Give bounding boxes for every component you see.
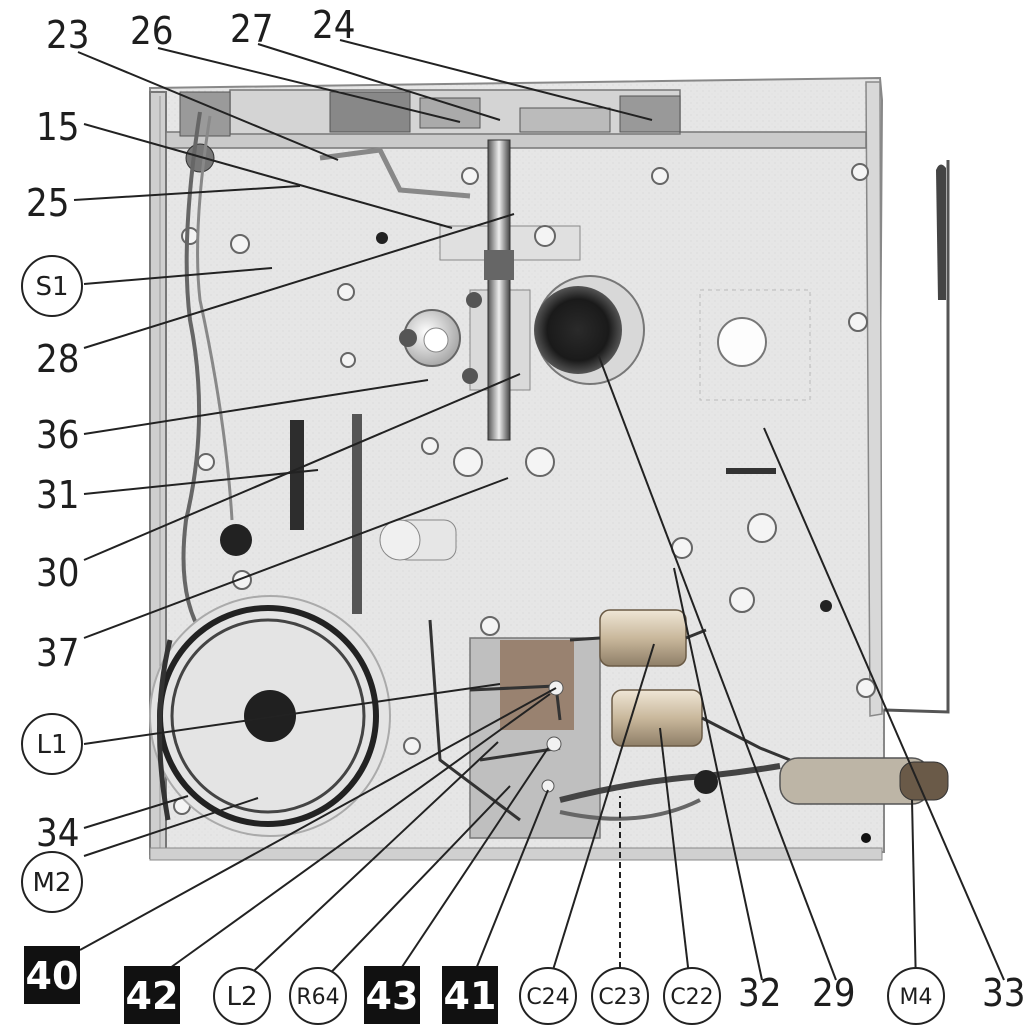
callout-R64: R64 (289, 967, 347, 1025)
callout-L1-label: L1 (36, 730, 67, 760)
callout-C22-label: C22 (670, 985, 713, 1010)
callout-30: 30 (36, 551, 80, 595)
circled-callouts: S1 L1 M2 L2 R64 C24 C23 C22 (21, 255, 945, 1025)
callout-33: 33 (982, 971, 1026, 1015)
callout-25: 25 (26, 181, 70, 225)
callout-40-label: 40 (26, 954, 79, 998)
leader-lines (73, 39, 1005, 989)
callout-S1-label: S1 (35, 272, 68, 302)
callout-40: 40 (24, 946, 80, 1004)
callout-24: 24 (312, 3, 356, 47)
callout-C22: C22 (663, 967, 721, 1025)
callout-31: 31 (36, 473, 80, 517)
callout-C23: C23 (591, 967, 649, 1025)
callout-36: 36 (36, 413, 80, 457)
callout-29: 29 (812, 971, 856, 1015)
callout-32: 32 (738, 971, 782, 1015)
callout-M2-label: M2 (33, 868, 72, 898)
callout-C24: C24 (519, 967, 577, 1025)
callout-23: 23 (46, 13, 90, 57)
boxed-callouts: 40 42 43 41 (24, 946, 498, 1024)
callout-43-label: 43 (366, 974, 419, 1018)
callout-C23-label: C23 (598, 985, 641, 1010)
callout-R64-label: R64 (296, 985, 339, 1010)
plain-callouts: 23 26 27 24 15 25 28 36 31 30 37 34 32 2… (26, 3, 1026, 1015)
callout-L2-label: L2 (226, 982, 257, 1012)
callout-M2: M2 (21, 851, 83, 913)
callout-M4-label: M4 (900, 985, 933, 1010)
callout-L1: L1 (21, 713, 83, 775)
callout-37: 37 (36, 631, 80, 675)
callout-26: 26 (130, 9, 174, 53)
callout-28: 28 (36, 337, 80, 381)
callout-M4: M4 (887, 967, 945, 1025)
callout-15: 15 (36, 105, 80, 149)
callout-L2: L2 (213, 967, 271, 1025)
callout-27: 27 (230, 7, 274, 51)
chassis-photo (149, 76, 950, 861)
callout-42-label: 42 (126, 974, 179, 1018)
callout-41: 41 (442, 966, 498, 1024)
callout-C24-label: C24 (526, 985, 569, 1010)
callout-34: 34 (36, 811, 80, 855)
callout-41-label: 41 (444, 974, 497, 1018)
callout-42: 42 (124, 966, 180, 1024)
callout-43: 43 (364, 966, 420, 1024)
callout-S1: S1 (21, 255, 83, 317)
